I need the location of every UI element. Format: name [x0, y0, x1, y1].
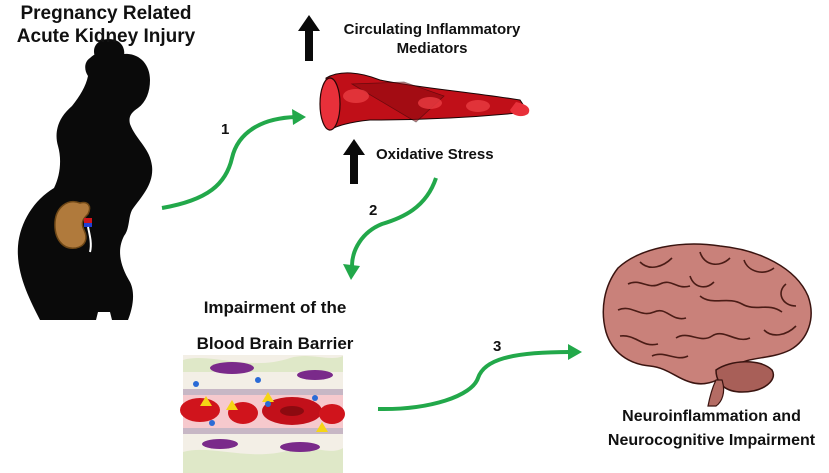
step-number-1: 1 — [221, 121, 230, 138]
oxidative-stress-label: Oxidative Stress — [376, 146, 494, 163]
mediators-line-1: Circulating Inflammatory — [343, 21, 521, 38]
diagram-title: Pregnancy Related Acute Kidney Injury — [0, 2, 212, 48]
outcome-line-1: Neuroinflammation and — [622, 408, 801, 425]
green-arrow-3 — [377, 344, 582, 412]
up-arrow-icon — [343, 139, 365, 184]
brain-icon — [602, 243, 812, 407]
title-line-1: Pregnancy Related — [20, 3, 192, 24]
kidney-icon — [54, 201, 92, 253]
bbb-line-2: Blood Brain Barrier — [196, 334, 354, 353]
blood-brain-barrier-illustration — [180, 355, 345, 473]
circulating-mediators-label: Circulating Inflammatory Mediators — [327, 20, 537, 58]
step-number-2: 2 — [369, 202, 378, 219]
neuroinflammation-label: Neuroinflammation and Neurocognitive Imp… — [589, 405, 829, 453]
green-arrow-2 — [343, 177, 438, 280]
outcome-line-2: Neurocognitive Impairment — [607, 432, 816, 449]
mediators-line-2: Mediators — [396, 40, 468, 57]
bbb-line-1: Impairment of the — [203, 298, 347, 317]
blood-vessel-illustration — [319, 72, 530, 131]
pregnant-woman-silhouette — [17, 38, 153, 321]
bbb-impairment-label: Impairment of the Blood Brain Barrier — [170, 290, 380, 362]
green-arrow-1 — [161, 109, 306, 210]
step-number-3: 3 — [493, 338, 502, 355]
title-line-2: Acute Kidney Injury — [16, 26, 196, 47]
up-arrow-icon — [298, 15, 320, 61]
